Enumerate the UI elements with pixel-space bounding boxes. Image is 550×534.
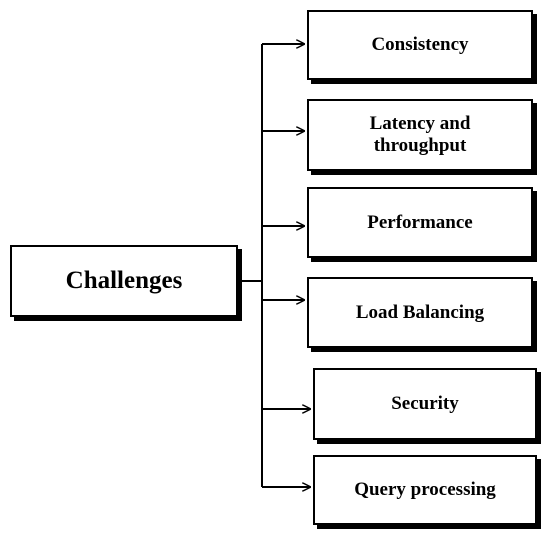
node-query-processing: Query processing: [313, 455, 537, 525]
node-label: Consistency: [371, 34, 469, 56]
node-label: Security: [391, 393, 459, 415]
node-label: Performance: [367, 211, 473, 233]
node-label: Load Balancing: [355, 301, 485, 323]
node-load-balancing: Load Balancing: [307, 277, 533, 348]
node-label: Query processing: [354, 479, 496, 501]
node-performance: Performance: [307, 187, 533, 258]
node-latency-and-throughput: Latency and throughput: [307, 99, 533, 171]
node-consistency: Consistency: [307, 10, 533, 80]
root-node-label: Challenges: [65, 266, 183, 294]
node-label: Latency and throughput: [369, 113, 471, 156]
node-security: Security: [313, 368, 537, 440]
root-node-challenges: Challenges: [10, 245, 238, 317]
